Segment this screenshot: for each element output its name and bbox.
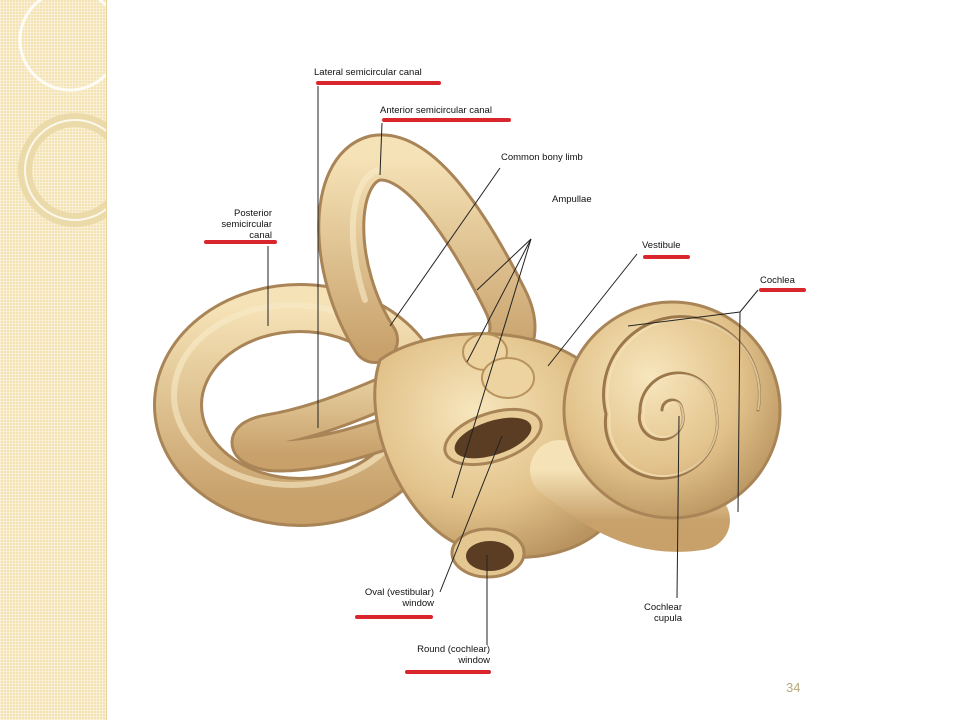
label-oval-line-2: window [402,598,434,609]
label-anterior-canal: Anterior semicircular canal [380,105,492,116]
label-round-window: Round (cochlear) window [392,644,490,666]
round-window-shape [450,527,526,579]
red-underline-posterior [204,240,277,244]
red-underline-cochlea [759,288,806,292]
label-posterior-line-2: semicircular [221,219,272,230]
label-common-bony-limb: Common bony limb [501,152,583,163]
red-underline-vestibule [643,255,690,259]
leader-lines [267,86,759,645]
label-oval-line-1: Oval (vestibular) [364,587,434,598]
label-cochlear-cupula: Cochlear cupula [620,602,682,624]
decorative-side-band [0,0,107,720]
decorative-rings [18,0,106,227]
label-vestibule: Vestibule [642,240,681,251]
label-ampullae: Ampullae [552,194,592,205]
anterior-canal-shape [317,133,537,379]
label-cupula-line-2: cupula [654,613,682,624]
label-lateral-canal: Lateral semicircular canal [314,67,422,78]
label-round-line-1: Round (cochlear) [417,644,490,655]
label-posterior-line-1: Posterior [233,208,272,219]
red-underline-round [405,670,491,674]
label-posterior-line-3: canal [249,230,272,241]
label-posterior-canal: Posterior semicircular canal [204,208,272,241]
red-underline-anterior [382,118,511,122]
page-number: 34 [786,680,801,695]
red-underline-lateral [316,81,441,85]
label-round-line-2: window [458,655,490,666]
cochlea-shape [530,300,782,552]
label-cochlea: Cochlea [760,275,795,286]
label-cupula-line-1: Cochlear [643,602,682,613]
red-underline-oval [355,615,433,619]
label-oval-window: Oval (vestibular) window [340,587,434,609]
